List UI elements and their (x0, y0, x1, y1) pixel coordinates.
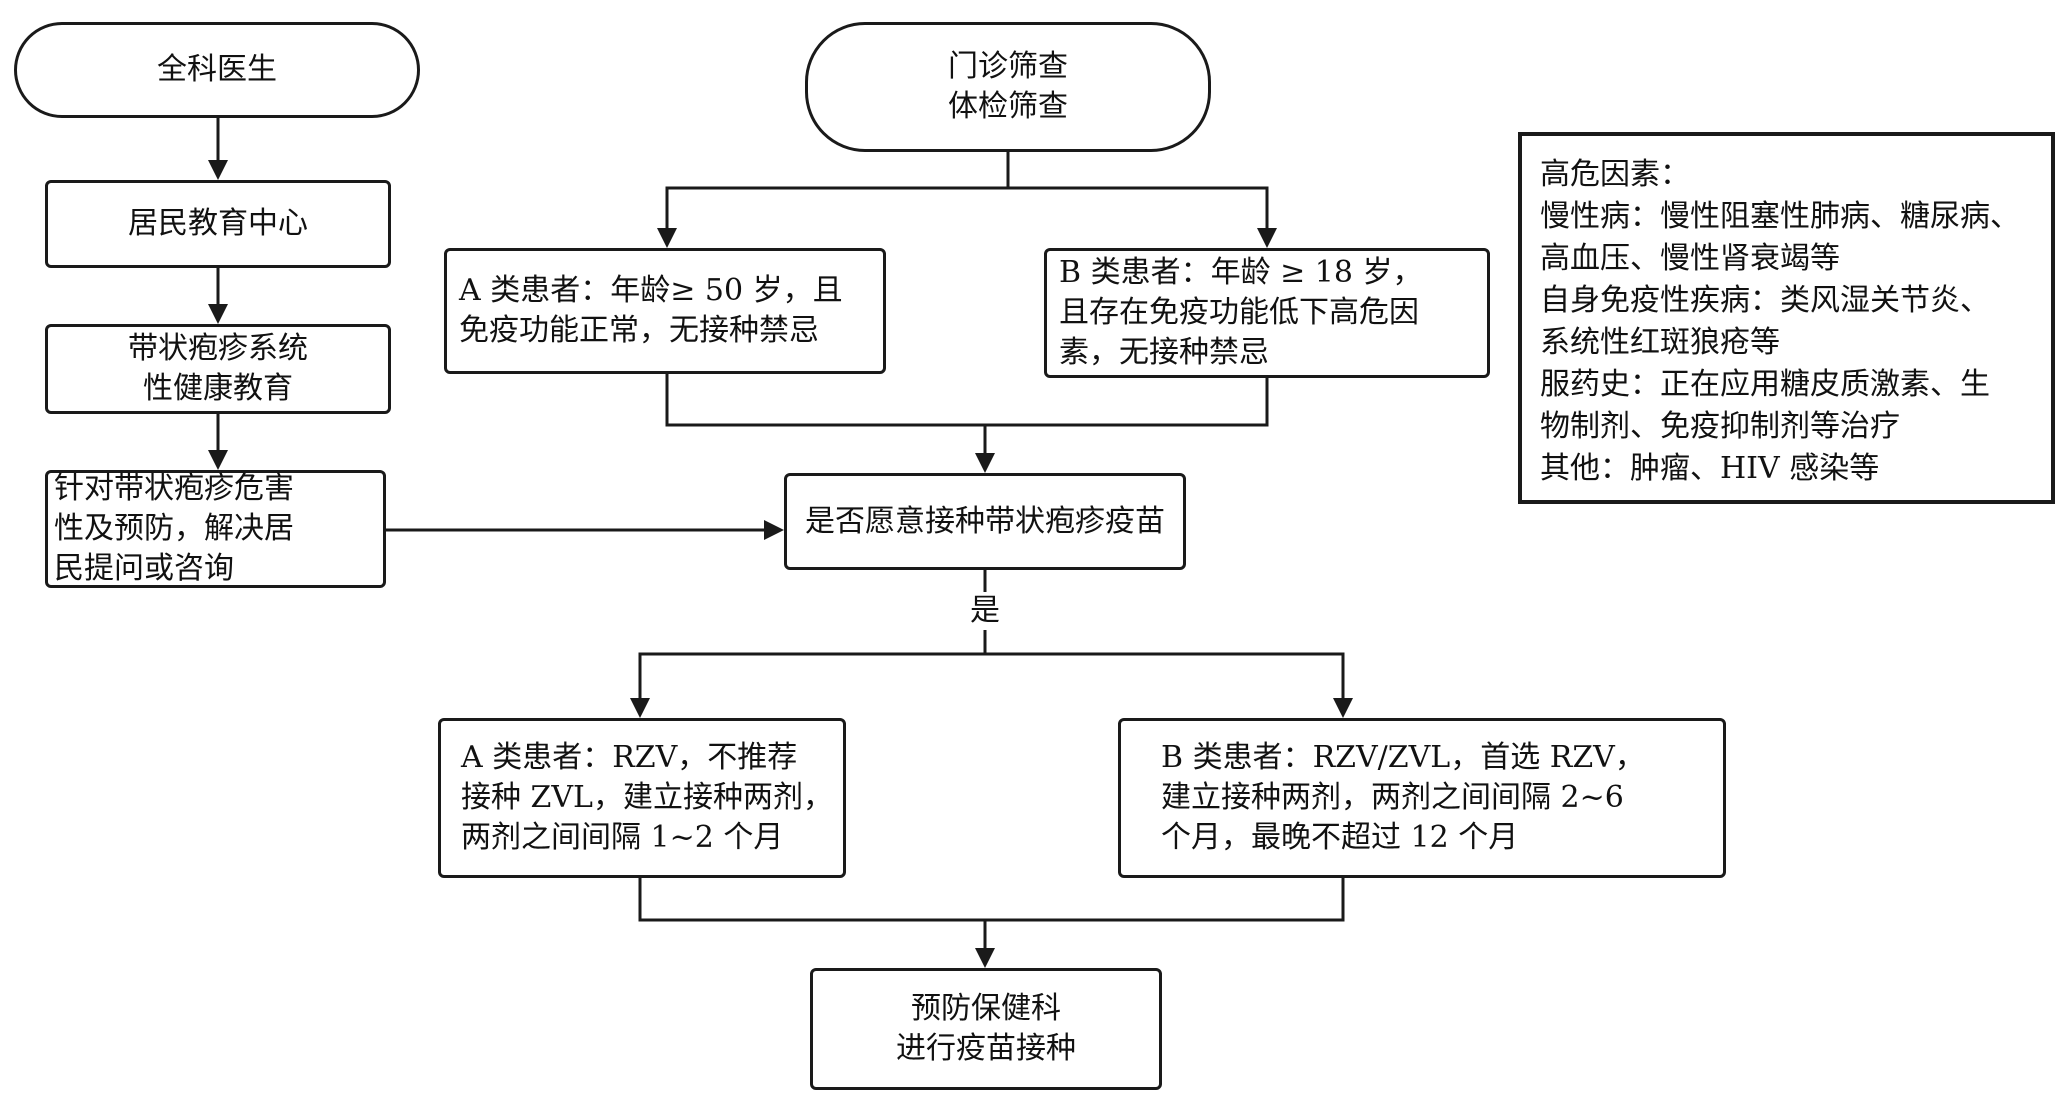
arrowhead (657, 228, 677, 248)
edge-screening-split (665, 152, 1010, 230)
arrowhead (1333, 698, 1353, 718)
risk-factors-text: 高血压、慢性肾衰竭等 (1540, 241, 1840, 276)
risk-factors-text: 系统性红斑狼疮等 (1540, 325, 1780, 360)
node-screening: 门诊筛查 体检筛查 (805, 22, 1211, 152)
arrowhead (208, 160, 228, 180)
node-text: B 类患者：年龄 ≥ 18 岁， (1059, 255, 1423, 290)
node-text: 居民教育中心 (128, 206, 308, 241)
node-text: 两剂之间间隔 1~2 个月 (461, 820, 784, 855)
arrowhead (764, 520, 784, 540)
node-text: 是否愿意接种带状疱疹疫苗 (805, 503, 1165, 539)
arrowhead (1257, 228, 1277, 248)
arrowhead (208, 304, 228, 324)
node-willing-to-vaccinate: 是否愿意接种带状疱疹疫苗 (784, 473, 1186, 570)
arrowhead (975, 948, 995, 968)
node-text: 素，无接种禁忌 (1059, 335, 1269, 370)
node-group-b-criteria: B 类患者：年龄 ≥ 18 岁， 且存在免疫功能低下高危因 素，无接种禁忌 (1044, 248, 1490, 378)
node-group-a-criteria: A 类患者：年龄≥ 50 岁，且 免疫功能正常，无接种禁忌 (444, 248, 886, 374)
edge-group-a-to-merge (665, 374, 1269, 427)
risk-factors-text: 服药史：正在应用糖皮质激素、生 (1540, 367, 1990, 402)
node-text: A 类患者：年龄≥ 50 岁，且 (459, 273, 843, 308)
node-text: A 类患者：RZV，不推荐 (461, 740, 798, 775)
risk-factors-box: 高危因素： 慢性病：慢性阻塞性肺病、糖尿病、 高血压、慢性肾衰竭等 自身免疫性疾… (1518, 132, 2055, 504)
node-group-a-vaccination-plan: A 类患者：RZV，不推荐 接种 ZVL，建立接种两剂， 两剂之间间隔 1~2 … (438, 718, 846, 878)
node-group-b-vaccination-plan: B 类患者：RZV/ZVL，首选 RZV， 建立接种两剂，两剂之间间隔 2~6 … (1118, 718, 1726, 878)
node-text: 带状疱疹系统 (128, 331, 308, 366)
node-text: 进行疫苗接种 (896, 1031, 1076, 1066)
node-text: 接种 ZVL，建立接种两剂， (461, 780, 833, 815)
node-text: 个月，最晚不超过 12 个月 (1161, 820, 1519, 855)
node-text: 全科医生 (157, 52, 277, 87)
arrowhead (630, 698, 650, 718)
node-text: 门诊筛查 (948, 49, 1068, 84)
risk-factors-text: 慢性病：慢性阻塞性肺病、糖尿病、 (1540, 199, 2020, 234)
node-text: 针对带状疱疹危害 (54, 471, 294, 506)
node-consultation: 针对带状疱疹危害 性及预防，解决居 民提问或咨询 (45, 470, 386, 588)
node-text: 免疫功能正常，无接种禁忌 (459, 313, 819, 348)
node-text: 建立接种两剂，两剂之间间隔 2~6 (1161, 780, 1624, 815)
edge-plans-merge (638, 878, 1345, 922)
node-text: 性及预防，解决居 (54, 511, 294, 546)
edge-screening-split-b (1008, 186, 1269, 230)
node-text: 体检筛查 (948, 89, 1068, 124)
node-general-practitioner: 全科医生 (14, 22, 420, 118)
node-text: 且存在免疫功能低下高危因 (1059, 295, 1419, 330)
risk-factors-title: 高危因素： (1540, 157, 1690, 192)
risk-factors-text: 其他：肿瘤、HIV 感染等 (1540, 451, 1880, 486)
risk-factors-text: 自身免疫性疾病：类风湿关节炎、 (1540, 283, 1990, 318)
node-text: B 类患者：RZV/ZVL，首选 RZV， (1161, 740, 1645, 775)
arrowhead (208, 450, 228, 470)
node-text: 性健康教育 (143, 371, 293, 406)
node-resident-education-center: 居民教育中心 (45, 180, 391, 268)
node-preventive-care-vaccination: 预防保健科 进行疫苗接种 (810, 968, 1162, 1090)
node-text: 民提问或咨询 (54, 551, 234, 586)
arrowhead (975, 453, 995, 473)
node-systematic-health-education: 带状疱疹系统 性健康教育 (45, 324, 391, 414)
edge-label-yes: 是 (970, 593, 1000, 629)
edge-plan-split (638, 652, 1345, 700)
node-text: 预防保健科 (911, 991, 1061, 1026)
risk-factors-text: 物制剂、免疫抑制剂等治疗 (1540, 409, 1900, 444)
